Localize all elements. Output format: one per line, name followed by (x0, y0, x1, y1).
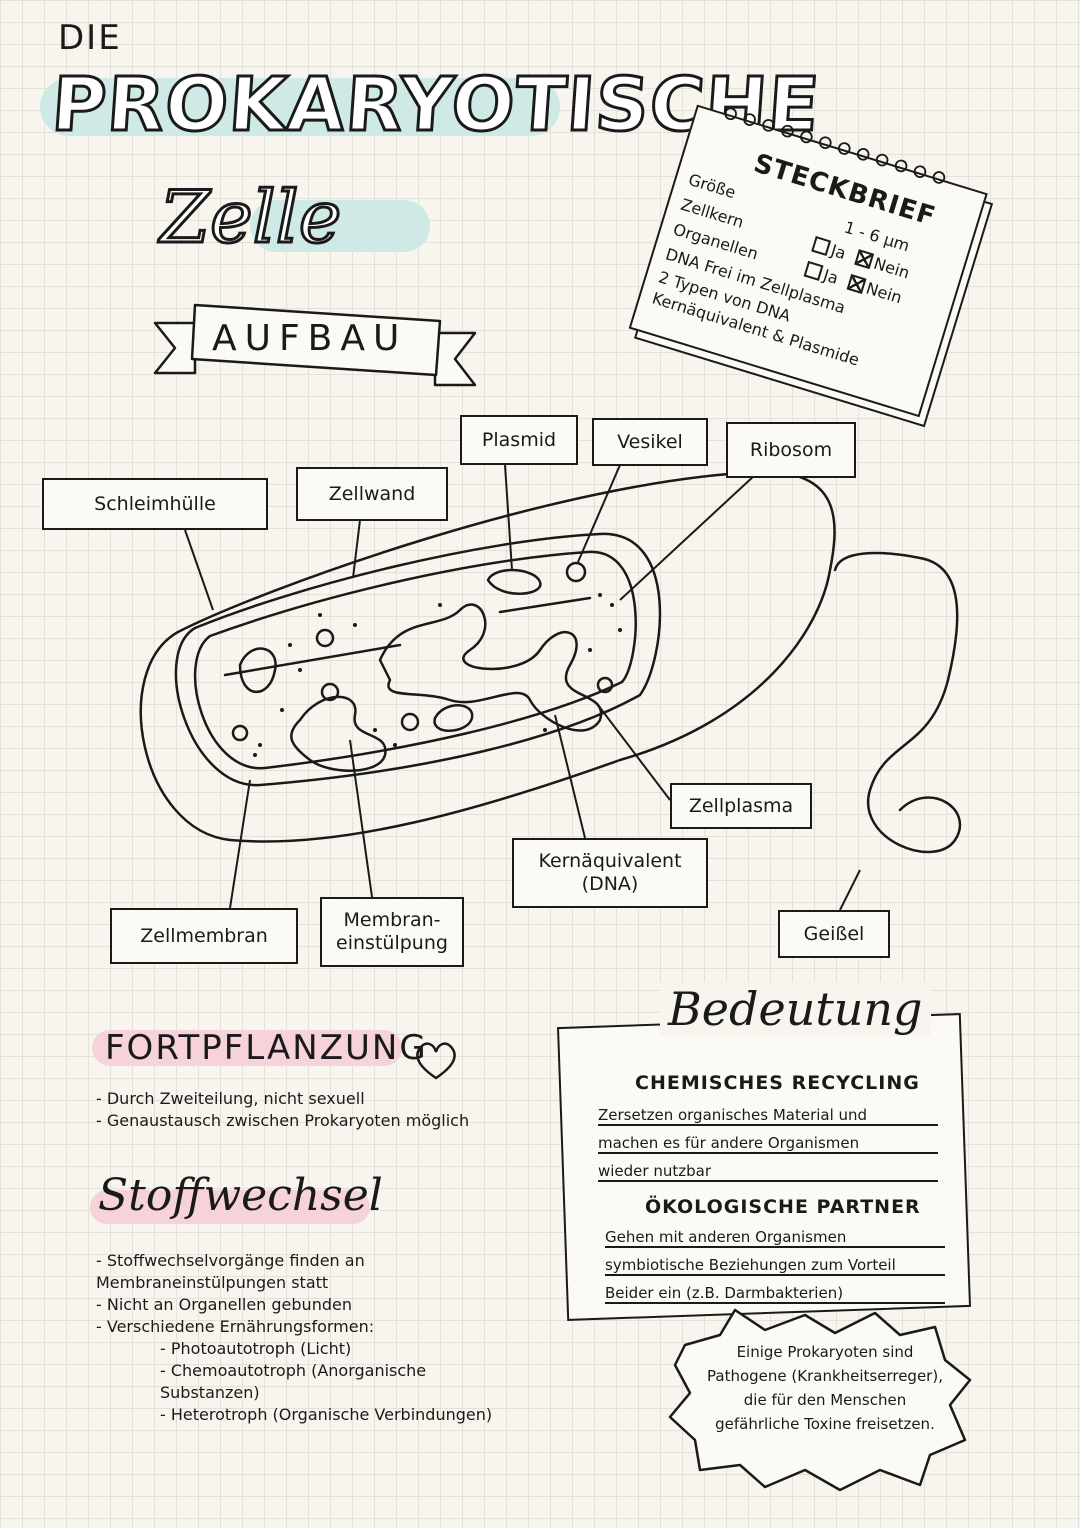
pathogen-burst (668, 1308, 972, 1492)
list-item: Stoffwechselvorgänge finden an Membranei… (96, 1250, 516, 1294)
stoffwechsel-heading: Stoffwechsel (98, 1170, 383, 1221)
subtitle-highlight (250, 200, 430, 252)
checkbox-checked-icon (846, 273, 867, 294)
stoffwechsel-list: Stoffwechselvorgänge finden an Membranei… (96, 1250, 516, 1426)
list-item: Durch Zweiteilung, nicht sexuell (96, 1088, 469, 1110)
nucleoid-dna (378, 603, 603, 732)
bedeutung-section-title: ÖKOLOGISCHE PARTNER (645, 1196, 921, 1218)
fortpflanzung-highlight (92, 1030, 402, 1066)
label-zellwand: Zellwand (296, 467, 448, 521)
vesicle (596, 676, 614, 694)
capsule (139, 470, 836, 843)
stoffwechsel-highlight (90, 1190, 370, 1224)
label-membraneinstuelpung: Membran- einstülpung (320, 897, 464, 967)
fortpflanzung-heading: FORTPFLANZUNG (105, 1028, 428, 1068)
fortpflanzung-list: Durch Zweiteilung, nicht sexuell Genaust… (96, 1088, 469, 1132)
title-highlight (40, 78, 560, 136)
list-item: Nicht an Organellen gebunden (96, 1294, 516, 1316)
vesicle (231, 724, 249, 742)
heart-icon (416, 1042, 456, 1080)
bedeutung-line: machen es für andere Organismen (598, 1134, 938, 1154)
vesicle (315, 628, 335, 648)
spiral-binding-icon (724, 107, 946, 184)
steckbrief-sheet: STECKBRIEF Größe 1 - 6 µm Zellkern Ja Ne… (628, 104, 988, 418)
label-zellmembran: Zellmembran (110, 908, 298, 964)
aufbau-heading: AUFBAU (212, 318, 408, 359)
pointer-lines (184, 464, 861, 911)
title-die: DIE (58, 18, 122, 58)
label-geissel: Geißel (778, 910, 890, 958)
bedeutung-line: Gehen mit anderen Organismen (605, 1228, 945, 1248)
list-item: Genaustausch zwischen Prokaryoten möglic… (96, 1110, 469, 1132)
bedeutung-line: wieder nutzbar (598, 1162, 938, 1182)
steckbrief-card: STECKBRIEF Größe 1 - 6 µm Zellkern Ja Ne… (628, 95, 988, 418)
label-kernaequivalent: Kernäquivalent (DNA) (512, 838, 708, 908)
membrane-invagination (223, 643, 402, 677)
ribosomes (253, 593, 622, 757)
list-item: Verschiedene Ernährungsformen: (96, 1316, 516, 1338)
label-ribosom: Ribosom (726, 422, 856, 478)
checkbox-checked-icon (853, 249, 874, 270)
plasmid-center (486, 568, 542, 595)
list-item: Photoautotroph (Licht) (96, 1338, 516, 1360)
label-schleimhuelle: Schleimhülle (42, 478, 268, 530)
aufbau-banner (153, 303, 477, 387)
flagellum (833, 551, 962, 854)
bedeutung-section-title: CHEMISCHES RECYCLING (635, 1072, 920, 1094)
list-item: Chemoautotroph (Anorganische Substanzen) (96, 1360, 516, 1404)
label-plasmid: Plasmid (460, 415, 578, 465)
checkbox-yes-icon (811, 236, 832, 257)
plasmid-lower (433, 704, 474, 732)
bedeutung-line: Beider ein (z.B. Darmbakterien) (605, 1284, 945, 1304)
label-vesikel: Vesikel (592, 418, 708, 466)
bedeutung-heading: Bedeutung (660, 982, 931, 1036)
cell-membrane (193, 550, 637, 770)
checkbox-yes-icon (803, 260, 824, 281)
vesicle (400, 712, 420, 732)
cell-diagram (139, 464, 962, 911)
list-item: Heterotroph (Organische Verbindungen) (96, 1404, 516, 1426)
plasmid-left (238, 647, 277, 694)
cell-wall (174, 532, 662, 787)
label-zellplasma: Zellplasma (670, 783, 812, 829)
page-subtitle: Zelle (158, 174, 342, 261)
vesicle (320, 682, 340, 702)
bedeutung-line: symbiotische Beziehungen zum Vorteil (605, 1256, 945, 1276)
bedeutung-line: Zersetzen organisches Material und (598, 1106, 938, 1126)
pathogen-note: Einige Prokaryoten sind Pathogene (Krank… (707, 1343, 943, 1433)
vesicle (565, 561, 587, 583)
